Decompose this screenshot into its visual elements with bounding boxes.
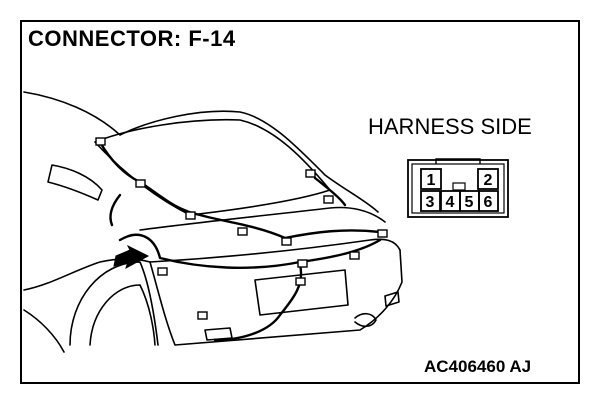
wheel-arch	[69, 261, 159, 346]
pin-2-label: 2	[484, 172, 493, 189]
bumper-lower	[149, 249, 403, 346]
rear-window-outline	[94, 118, 331, 216]
license-plate-recess	[254, 269, 349, 316]
pin-3-label: 3	[426, 194, 435, 211]
pin-5-label: 5	[465, 194, 474, 211]
bumper-top	[149, 238, 401, 263]
harness-trunk-right	[283, 229, 382, 240]
figure-code: AC406460 AJ	[424, 357, 532, 376]
pin-6-label: 6	[484, 194, 493, 211]
reflector-right	[384, 291, 400, 307]
harness-upper-right	[313, 176, 347, 207]
harness-left-drop	[109, 193, 122, 227]
car-roofline	[23, 91, 379, 213]
rear-fender-line	[23, 309, 65, 353]
arrow-icon	[113, 244, 150, 270]
harness-lower-loop	[118, 233, 382, 269]
pin-4-label: 4	[446, 194, 455, 211]
pin-1-label: 1	[427, 172, 436, 189]
connector-face-diagram	[407, 158, 509, 218]
harness-main-left	[98, 140, 287, 240]
trunk-lid	[139, 206, 386, 231]
connector-title: CONNECTOR: F-14	[28, 26, 236, 51]
quarter-window-outline	[47, 164, 103, 201]
rear-wheel	[89, 284, 156, 346]
exhaust-tip	[354, 312, 377, 328]
harness-side-label: HARNESS SIDE	[368, 114, 532, 139]
diagram-frame	[20, 20, 580, 384]
